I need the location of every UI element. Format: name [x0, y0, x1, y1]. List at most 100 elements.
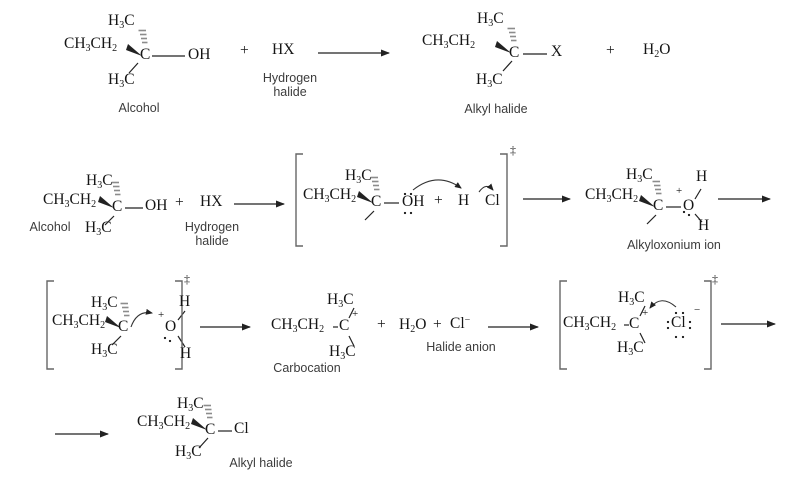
- alkyl-halide-label: Alkyl halide: [229, 456, 293, 470]
- central-carbon: C: [629, 315, 640, 332]
- lone-pair-dot: [681, 335, 685, 339]
- lone-pair-dot: [681, 311, 685, 315]
- single-bond: [198, 437, 209, 449]
- lone-pair-dot: [168, 339, 172, 343]
- methyl-group: H3C: [91, 341, 118, 360]
- methyl-group: H3C: [108, 71, 135, 90]
- ethyl-group: CH3CH2: [585, 186, 639, 205]
- lone-pair-dot: [409, 211, 413, 215]
- hydrogen-halide-label-line2: halide: [195, 234, 229, 249]
- hashed-wedge-bond: [369, 176, 381, 191]
- central-carbon: C: [205, 421, 216, 438]
- hydrogen-halide-label: Hydrogen halide: [172, 220, 252, 249]
- hydroxyl-group: OH: [145, 197, 168, 214]
- hydrogen-halide-label: Hydrogen halide: [250, 71, 330, 100]
- ethyl-group: CH3CH2: [43, 191, 97, 210]
- positive-charge: +: [676, 185, 683, 197]
- lone-pair-dot: [666, 320, 670, 324]
- lone-pair-dot: [687, 213, 691, 217]
- central-carbon: C: [118, 318, 129, 335]
- hashed-wedge-bond: [137, 29, 149, 44]
- alcohol-label: Alcohol: [29, 220, 71, 234]
- hashed-wedge-bond: [506, 27, 518, 42]
- plus-sign: +: [240, 42, 249, 59]
- ethyl-group: CH3CH2: [52, 312, 106, 331]
- hydrogen-atom: H: [698, 217, 710, 234]
- central-carbon: C: [653, 197, 664, 214]
- ethyl-group: CH3CH2: [422, 32, 476, 51]
- plus-sign: +: [434, 192, 443, 209]
- plus-sign: +: [175, 194, 184, 211]
- halide-anion-label: Halide anion: [426, 340, 496, 354]
- positive-charge: +: [642, 307, 649, 319]
- positive-charge: +: [352, 308, 359, 320]
- central-carbon: C: [509, 44, 520, 61]
- water-formula: H2O: [643, 41, 671, 60]
- double-dagger-symbol: ‡: [510, 143, 516, 157]
- methyl-group: H3C: [617, 339, 644, 358]
- lone-pair-dot: [682, 210, 686, 214]
- methyl-group: H3C: [86, 172, 113, 191]
- hx-formula: HX: [200, 193, 223, 210]
- oxygen-atom: O: [165, 318, 177, 335]
- negative-charge: −: [694, 304, 701, 316]
- hashed-wedge-bond: [110, 181, 122, 196]
- ethyl-group: CH3CH2: [563, 314, 617, 333]
- oxygen-atom: O: [683, 197, 695, 214]
- bracket-right: [500, 153, 508, 247]
- hashed-wedge-bond: [651, 180, 663, 195]
- chlorine-atom: Cl: [234, 420, 249, 437]
- hx-formula: HX: [272, 41, 295, 58]
- double-dagger-symbol: ‡: [712, 272, 718, 286]
- methyl-group: H3C: [108, 12, 135, 31]
- curved-arrow: [478, 183, 494, 193]
- methyl-group: H3C: [476, 71, 503, 90]
- single-bond: [502, 60, 513, 72]
- methyl-group: H3C: [85, 219, 112, 238]
- central-carbon: C: [112, 198, 123, 215]
- methyl-group: H3C: [477, 10, 504, 29]
- single-bond: [128, 62, 139, 74]
- bracket-left: [46, 280, 54, 370]
- water-formula: H2O: [399, 316, 427, 335]
- hashed-wedge-bond: [202, 404, 214, 419]
- hydroxyl-group: OH: [188, 46, 211, 63]
- plus-sign: +: [433, 316, 442, 333]
- single-bond: [694, 213, 703, 223]
- lone-pair-dots: [163, 192, 692, 343]
- reaction-arrows: [55, 49, 776, 438]
- single-bond: [111, 335, 122, 346]
- halide-x: X: [551, 43, 563, 60]
- positive-charge: +: [158, 309, 165, 321]
- methyl-group: H3C: [618, 289, 645, 308]
- lone-pair-dot: [666, 326, 670, 330]
- chlorine-atom: Cl: [485, 192, 500, 209]
- single-bonds: [104, 53, 703, 449]
- single-bond: [694, 188, 702, 200]
- ethyl-group: CH3CH2: [137, 413, 191, 432]
- hydroxyl-group: OH: [402, 193, 425, 210]
- double-dagger-symbol: ‡: [184, 272, 190, 286]
- curved-arrow: [649, 300, 677, 309]
- hydrogen-atom: H: [696, 168, 708, 185]
- bracket-left: [295, 153, 303, 247]
- bracket-right: [704, 280, 712, 370]
- methyl-group: H3C: [345, 167, 372, 186]
- lone-pair-dot: [674, 335, 678, 339]
- plus-sign: +: [606, 42, 615, 59]
- lone-pair-dot: [688, 326, 692, 330]
- methyl-group: H3C: [626, 166, 653, 185]
- methyl-group: H3C: [175, 443, 202, 462]
- methyl-group: H3C: [177, 395, 204, 414]
- single-bond: [639, 305, 646, 317]
- hydrogen-halide-label-line1: Hydrogen: [262, 71, 318, 85]
- ethyl-group: CH3CH2: [303, 186, 357, 205]
- curved-arrow: [130, 308, 153, 328]
- single-bond: [364, 210, 375, 221]
- bracket-right: [175, 280, 183, 370]
- alcohol-label: Alcohol: [118, 101, 160, 115]
- lone-pair-dot: [163, 336, 167, 340]
- central-carbon: C: [339, 317, 350, 334]
- single-bond: [639, 332, 646, 344]
